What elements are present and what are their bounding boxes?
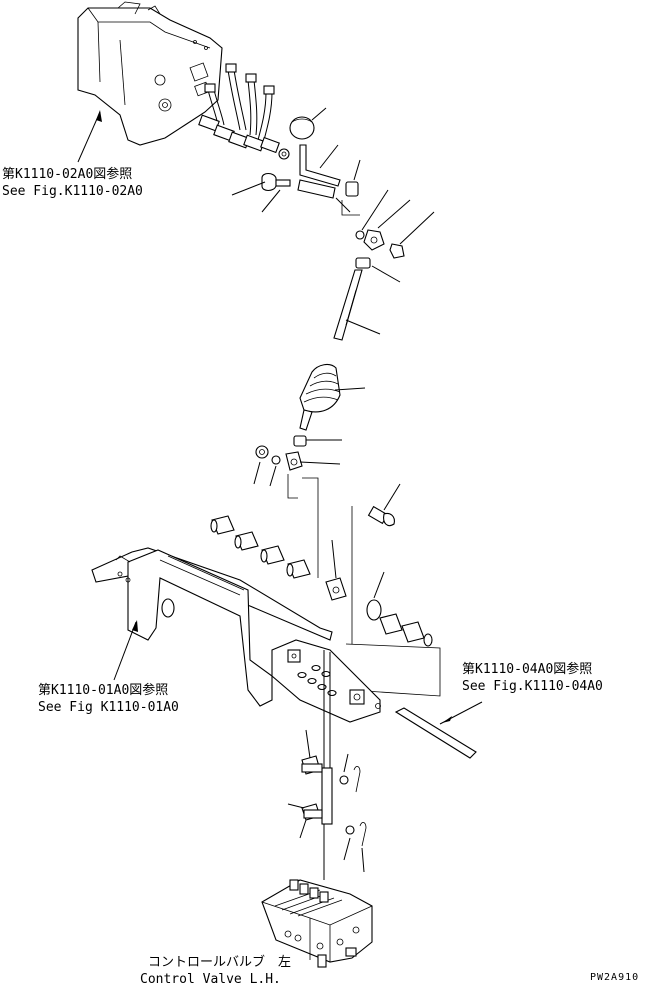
- pilot-hoses: [198, 63, 290, 160]
- ref-upper-en: See Fig.K1110-02A0: [2, 184, 143, 199]
- ref-right-en: See Fig.K1110-04A0: [462, 679, 603, 694]
- base-plate: [271, 639, 381, 723]
- bent-lever-rod: [297, 144, 341, 199]
- ref-upper-jp: 第K1110-02A0図参照: [2, 166, 132, 182]
- control-valve-body: [261, 879, 373, 968]
- connecting-rod-right: [394, 701, 483, 759]
- upper-console-housing: [77, 1, 223, 146]
- lever-joint: [325, 539, 441, 697]
- ref-right-jp: 第K1110-04A0図参照: [462, 661, 592, 677]
- ref-middle-en: See Fig K1110-01A0: [38, 700, 179, 715]
- lever-lower-fittings: [253, 435, 342, 578]
- bolt-upper-left: [231, 172, 291, 213]
- upper-small-parts: [335, 159, 435, 259]
- reference-leaders: [77, 110, 138, 681]
- lever-boot: [299, 363, 366, 431]
- main-lever-rod: [333, 269, 381, 341]
- rod-end-nut: [355, 257, 401, 283]
- control-valve-label-jp: コントロールバルブ 左: [148, 954, 291, 970]
- control-valve-label-en: Control Valve L.H.: [140, 972, 281, 985]
- lower-console-bracket: [91, 547, 333, 707]
- lever-knob: [289, 107, 327, 140]
- drawing-code: PW2A910: [590, 972, 639, 983]
- ref-middle-jp: 第K1110-01A0図参照: [38, 682, 168, 698]
- bolt-right: [351, 483, 401, 644]
- valve-linkage: [287, 650, 367, 880]
- pin-set: [210, 515, 311, 579]
